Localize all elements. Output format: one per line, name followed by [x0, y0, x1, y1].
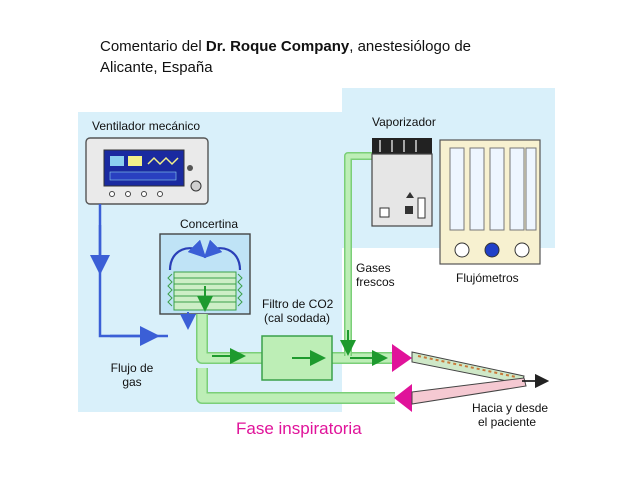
bellows-label: Concertina	[180, 217, 238, 231]
patient-label-1: Hacia y desde	[472, 401, 548, 415]
vaporizer	[371, 138, 433, 227]
caption: Comentario del Dr. Roque Company, aneste…	[100, 36, 580, 78]
fresh-gas-label-1: Gases	[356, 261, 391, 275]
phase-title: Fase inspiratoria	[236, 419, 362, 438]
caption-suffix: , anestesiólogo de	[349, 38, 472, 55]
expiratory-limb	[411, 377, 527, 405]
patient-label-2: el paciente	[478, 415, 536, 429]
caption-author: Dr. Roque Company	[205, 38, 350, 55]
gas-flow-label-1: Flujo de	[111, 361, 154, 375]
caption-prefix: Comentario del	[100, 38, 206, 55]
vaporizer-label: Vaporizador	[372, 115, 436, 129]
ventilator-label: Ventilador mecánico	[92, 119, 200, 133]
ventilator	[85, 137, 209, 205]
gas-flow-label-2: gas	[122, 375, 141, 389]
co2-filter-label-1: Filtro de CO2	[262, 297, 334, 311]
inspiratory-limb-stripes	[417, 355, 517, 378]
inspiratory-limb	[411, 351, 525, 385]
fresh-gas-label-2: frescos	[356, 275, 395, 289]
flowmeters	[439, 139, 541, 265]
expiratory-valve	[394, 384, 412, 412]
co2-filter-label-2: (cal sodada)	[264, 311, 330, 325]
flowmeters-label: Flujómetros	[456, 271, 519, 285]
inspiratory-valve	[392, 344, 412, 372]
bellows-housing	[159, 233, 251, 315]
caption-line2: Alicante, España	[100, 59, 213, 76]
